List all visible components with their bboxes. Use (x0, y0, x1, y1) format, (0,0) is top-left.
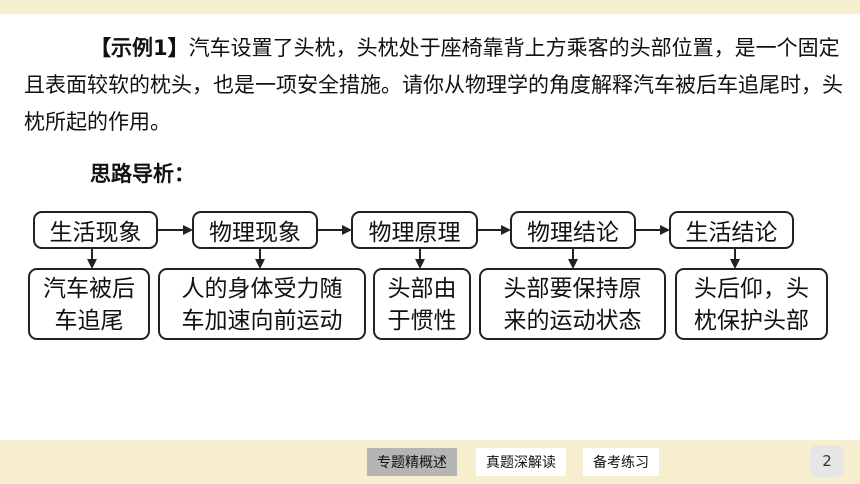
flow-step-1-title: 生活现象 (33, 211, 158, 249)
flow-step-4-detail: 头部要保持原 来的运动状态 (479, 268, 666, 340)
flow-step-1-detail-line-1: 汽车被后 (43, 276, 135, 302)
flow-step-2-title: 物理现象 (192, 211, 318, 249)
example-label: 【示例1】 (90, 36, 189, 60)
flow-step-3-title: 物理原理 (351, 211, 478, 249)
flow-step-5-detail: 头后仰，头 枕保护头部 (675, 268, 828, 340)
flow-step-4-title: 物理结论 (510, 211, 636, 249)
flow-step-1-detail-line-2: 车追尾 (54, 308, 124, 334)
flow-step-2-detail: 人的身体受力随 车加速向前运动 (158, 268, 366, 340)
nav-tab-exam-analysis[interactable]: 真题深解读 (476, 448, 566, 476)
example-text: 汽车设置了头枕，头枕处于座椅靠背上方乘客的头部位置，是一个固定且表面较软的枕头，… (24, 36, 843, 134)
flow-step-3-detail-line-1: 头部由 (387, 276, 457, 302)
flow-step-5-title: 生活结论 (669, 211, 794, 249)
nav-tab-practice[interactable]: 备考练习 (583, 448, 659, 476)
flow-step-2-detail-line-1: 人的身体受力随 (181, 276, 343, 302)
analysis-heading: 思路导析： (90, 162, 195, 186)
flow-step-5-detail-line-2: 枕保护头部 (694, 308, 809, 334)
example-paragraph: 【示例1】汽车设置了头枕，头枕处于座椅靠背上方乘客的头部位置，是一个固定且表面较… (24, 30, 844, 141)
top-bar (0, 0, 860, 14)
flow-step-1-detail: 汽车被后 车追尾 (28, 268, 150, 340)
flow-step-3-detail-line-2: 于惯性 (387, 308, 457, 334)
page-number: 2 (810, 445, 844, 477)
flow-step-4-detail-line-2: 来的运动状态 (503, 308, 642, 334)
flow-step-4-detail-line-1: 头部要保持原 (503, 276, 642, 302)
nav-tab-overview[interactable]: 专题精概述 (367, 448, 457, 476)
flow-step-5-detail-line-1: 头后仰，头 (694, 276, 809, 302)
flow-step-3-detail: 头部由 于惯性 (373, 268, 471, 340)
flow-step-2-detail-line-2: 车加速向前运动 (181, 308, 343, 334)
